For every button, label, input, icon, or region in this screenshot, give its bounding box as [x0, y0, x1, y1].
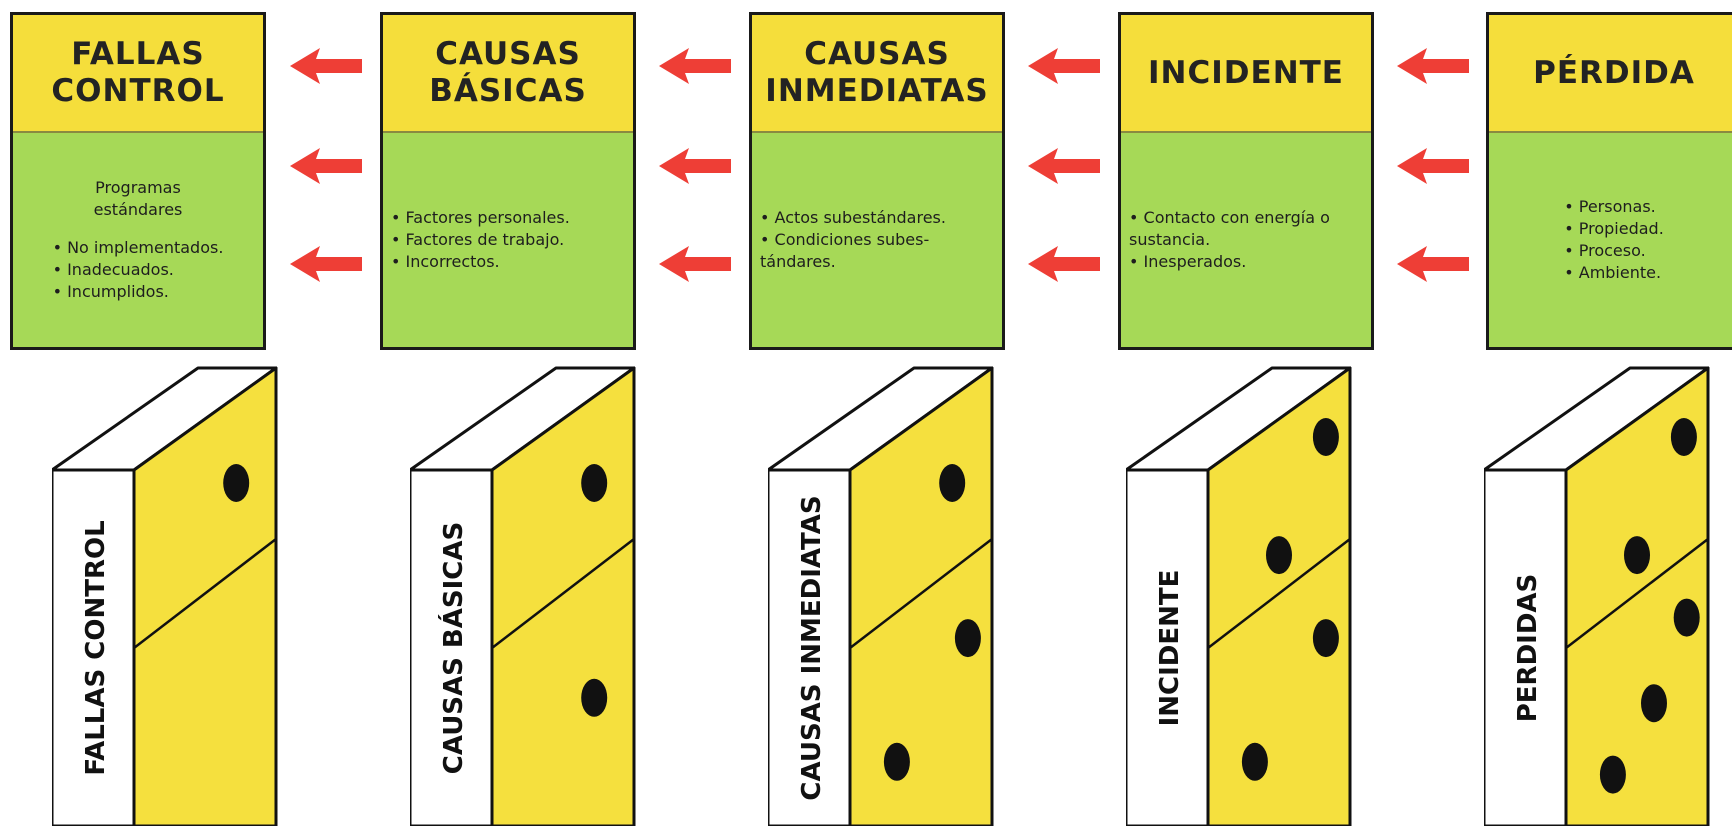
box-bullet-item: • Factores personales. — [391, 208, 570, 227]
box-perdida: PÉRDIDA • Personas. • Propiedad. • Proce… — [1486, 12, 1732, 350]
domino-label: FALLAS CONTROL — [81, 520, 111, 775]
box-header: INCIDENTE — [1121, 15, 1371, 133]
domino-4: INCIDENTE — [1126, 366, 1352, 826]
box-body: • Personas. • Propiedad. • Proceso. • Am… — [1489, 133, 1732, 347]
box-bullet-item: • Incorrectos. — [391, 252, 500, 271]
domino-pip-top — [223, 464, 250, 502]
left-arrow-icon — [1028, 246, 1100, 282]
left-arrow-icon — [1028, 148, 1100, 184]
domino-pip-bottom — [1599, 755, 1626, 794]
domino-pip-bottom — [1673, 598, 1700, 637]
domino-5: PERDIDAS — [1484, 366, 1710, 826]
box-causas-basicas: CAUSAS BÁSICAS • Factores personales. • … — [380, 12, 636, 350]
left-arrow-icon — [659, 148, 731, 184]
box-title: CAUSAS INMEDIATAS — [765, 36, 989, 109]
left-arrow-icon — [659, 48, 731, 84]
box-bullet-item: • Incumplidos. — [52, 282, 169, 301]
box-bullet-item: • Inadecuados. — [52, 260, 174, 279]
box-title: CAUSAS BÁSICAS — [429, 36, 587, 109]
box-incidente: INCIDENTE • Contacto con energía o susta… — [1118, 12, 1374, 350]
box-bullet-item: • Propiedad. — [1564, 219, 1664, 238]
domino-pip-bottom — [954, 619, 981, 658]
domino-pip-top — [1670, 418, 1697, 456]
box-bullet-item: • Condiciones subes-tándares. — [760, 230, 930, 271]
domino-pip-top — [1624, 536, 1650, 575]
left-arrow-icon — [290, 246, 362, 282]
left-arrow-icon — [1028, 48, 1100, 84]
box-title: FALLAS CONTROL — [51, 36, 225, 109]
box-bullet-item: • No implementados. — [52, 238, 224, 257]
box-header: CAUSAS INMEDIATAS — [752, 15, 1002, 133]
left-arrow-icon — [1397, 246, 1469, 282]
box-bullet-item: • Contacto con energía o sustancia. — [1129, 208, 1330, 249]
box-header: PÉRDIDA — [1489, 15, 1732, 133]
domino-pip-bottom — [1641, 684, 1667, 723]
left-arrow-icon — [290, 48, 362, 84]
domino-2: CAUSAS BÁSICAS — [410, 366, 636, 826]
left-arrow-icon — [290, 148, 362, 184]
left-arrow-icon — [1397, 48, 1469, 84]
box-title: INCIDENTE — [1148, 54, 1344, 91]
domino-pip-top — [1312, 418, 1339, 456]
domino-1: FALLAS CONTROL — [52, 366, 278, 826]
box-bullet-item: • Actos subestándares. — [760, 208, 946, 227]
box-body: • Contacto con energía o sustancia. • In… — [1121, 133, 1371, 347]
domino-pip-bottom — [883, 742, 910, 781]
box-causas-inmediatas: CAUSAS INMEDIATAS • Actos subestándares.… — [749, 12, 1005, 350]
box-bullet-item: • Ambiente. — [1564, 263, 1662, 282]
box-bullet-item: • Inesperados. — [1129, 252, 1247, 271]
domino-pip-top — [939, 464, 966, 502]
box-title: PÉRDIDA — [1533, 54, 1695, 91]
domino-label: PERDIDAS — [1513, 574, 1543, 723]
domino-label: INCIDENTE — [1155, 570, 1185, 727]
left-arrow-icon — [659, 246, 731, 282]
box-bullet-item: • Personas. — [1564, 197, 1656, 216]
box-body: Programas estándares • No implementados.… — [13, 133, 263, 347]
box-header: CAUSAS BÁSICAS — [383, 15, 633, 133]
domino-pip-bottom — [1312, 619, 1339, 658]
domino-pip-bottom — [1241, 742, 1268, 781]
domino-label: CAUSAS INMEDIATAS — [797, 495, 827, 800]
box-body: • Factores personales. • Factores de tra… — [383, 133, 633, 347]
left-arrow-icon — [1397, 148, 1469, 184]
domino-pip-bottom — [581, 678, 608, 717]
box-body: • Actos subestándares. • Condiciones sub… — [752, 133, 1002, 347]
box-bullet-item: • Factores de trabajo. — [391, 230, 565, 249]
domino-pip-top — [1266, 536, 1292, 575]
box-intro-text: Programas estándares — [93, 178, 183, 219]
domino-label: CAUSAS BÁSICAS — [437, 522, 469, 774]
domino-3: CAUSAS INMEDIATAS — [768, 366, 994, 826]
box-bullet-item: • Proceso. — [1564, 241, 1646, 260]
domino-pip-top — [581, 464, 608, 502]
box-header: FALLAS CONTROL — [13, 15, 263, 133]
box-fallas-control: FALLAS CONTROL Programas estándares • No… — [10, 12, 266, 350]
